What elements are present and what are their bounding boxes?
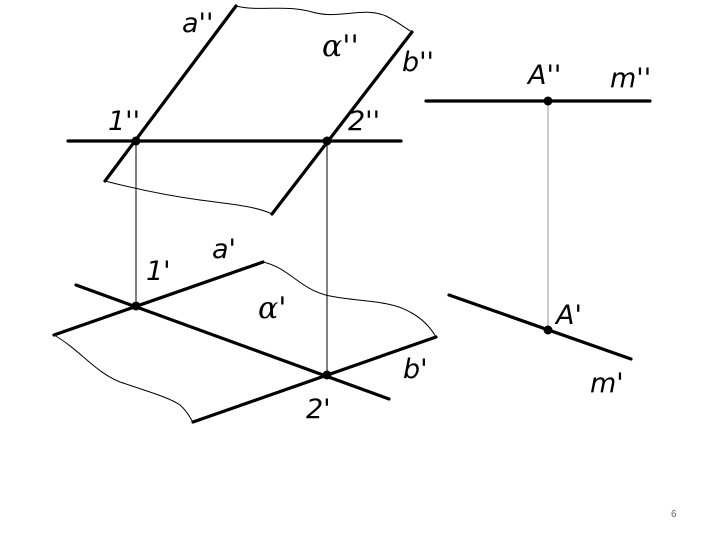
label-A-horizontal: A'	[554, 300, 582, 331]
label-alpha-frontal: α''	[322, 29, 359, 64]
label-m-horizontal: m'	[590, 368, 624, 399]
label-A-frontal: A''	[526, 60, 561, 91]
line-b-frontal	[270, 30, 414, 216]
line-a-frontal	[103, 4, 238, 183]
label-a-frontal: a''	[182, 8, 213, 39]
plane-alpha-frontal-bottom-edge	[104, 180, 273, 215]
plane-alpha-frontal-outline	[235, 5, 413, 33]
label-b-frontal: b''	[402, 47, 434, 78]
line-a-horizontal	[52, 260, 265, 337]
point-A-horizontal	[543, 325, 553, 335]
label-1-frontal: 1''	[108, 106, 140, 137]
label-2-horizontal: 2'	[306, 394, 331, 425]
plane-alpha-horizontal-left-edge	[53, 334, 194, 423]
point-A-frontal	[543, 96, 553, 106]
label-2-frontal: 2''	[348, 106, 380, 137]
line-b-horizontal	[191, 335, 438, 424]
label-alpha-horizontal: α'	[258, 291, 287, 326]
label-1-horizontal: 1'	[146, 256, 171, 287]
page-number: 6	[671, 509, 677, 520]
label-m-frontal: m''	[610, 63, 651, 94]
plane-alpha-horizontal-top-edge	[262, 261, 437, 338]
horizontal-line-horizontal	[74, 283, 391, 401]
line-m-horizontal	[447, 293, 633, 361]
label-b-horizontal: b'	[403, 354, 428, 385]
label-a-horizontal: a'	[212, 234, 236, 265]
